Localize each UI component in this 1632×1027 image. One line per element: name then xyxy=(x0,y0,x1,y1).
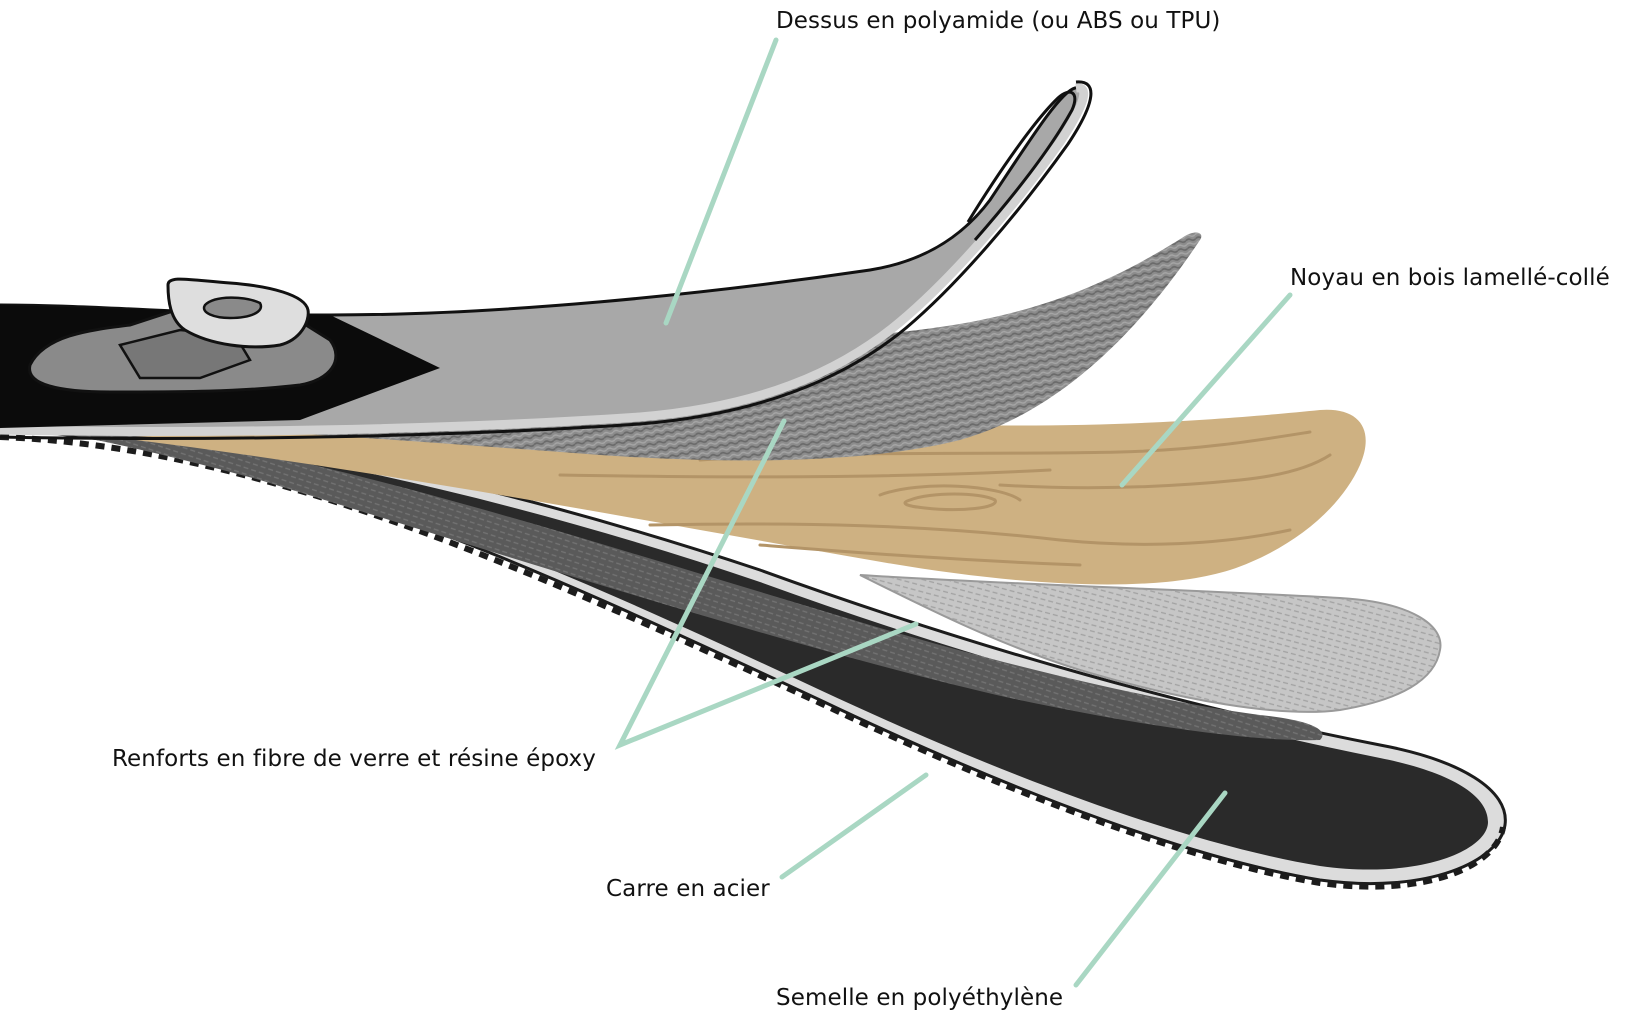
label-base: Semelle en polyéthylène xyxy=(776,985,1064,1011)
leader-base xyxy=(1073,790,1228,988)
label-edge: Carre en acier xyxy=(606,876,770,902)
leader-core xyxy=(1119,292,1293,488)
fiber-lower-layer xyxy=(859,574,1442,713)
label-reinforcements: Renforts en fibre de verre et résine épo… xyxy=(112,746,596,772)
label-top-sheet: Dessus en polyamide (ou ABS ou TPU) xyxy=(776,8,1221,34)
ski-binding-icon xyxy=(28,277,338,394)
leader-top-sheet xyxy=(663,37,779,326)
label-core: Noyau en bois lamellé-collé xyxy=(1290,265,1610,291)
leader-reinforcements xyxy=(614,418,919,750)
leader-edge xyxy=(779,772,929,880)
leader-lines xyxy=(614,37,1293,988)
fiber-middle-layer xyxy=(0,415,1323,741)
